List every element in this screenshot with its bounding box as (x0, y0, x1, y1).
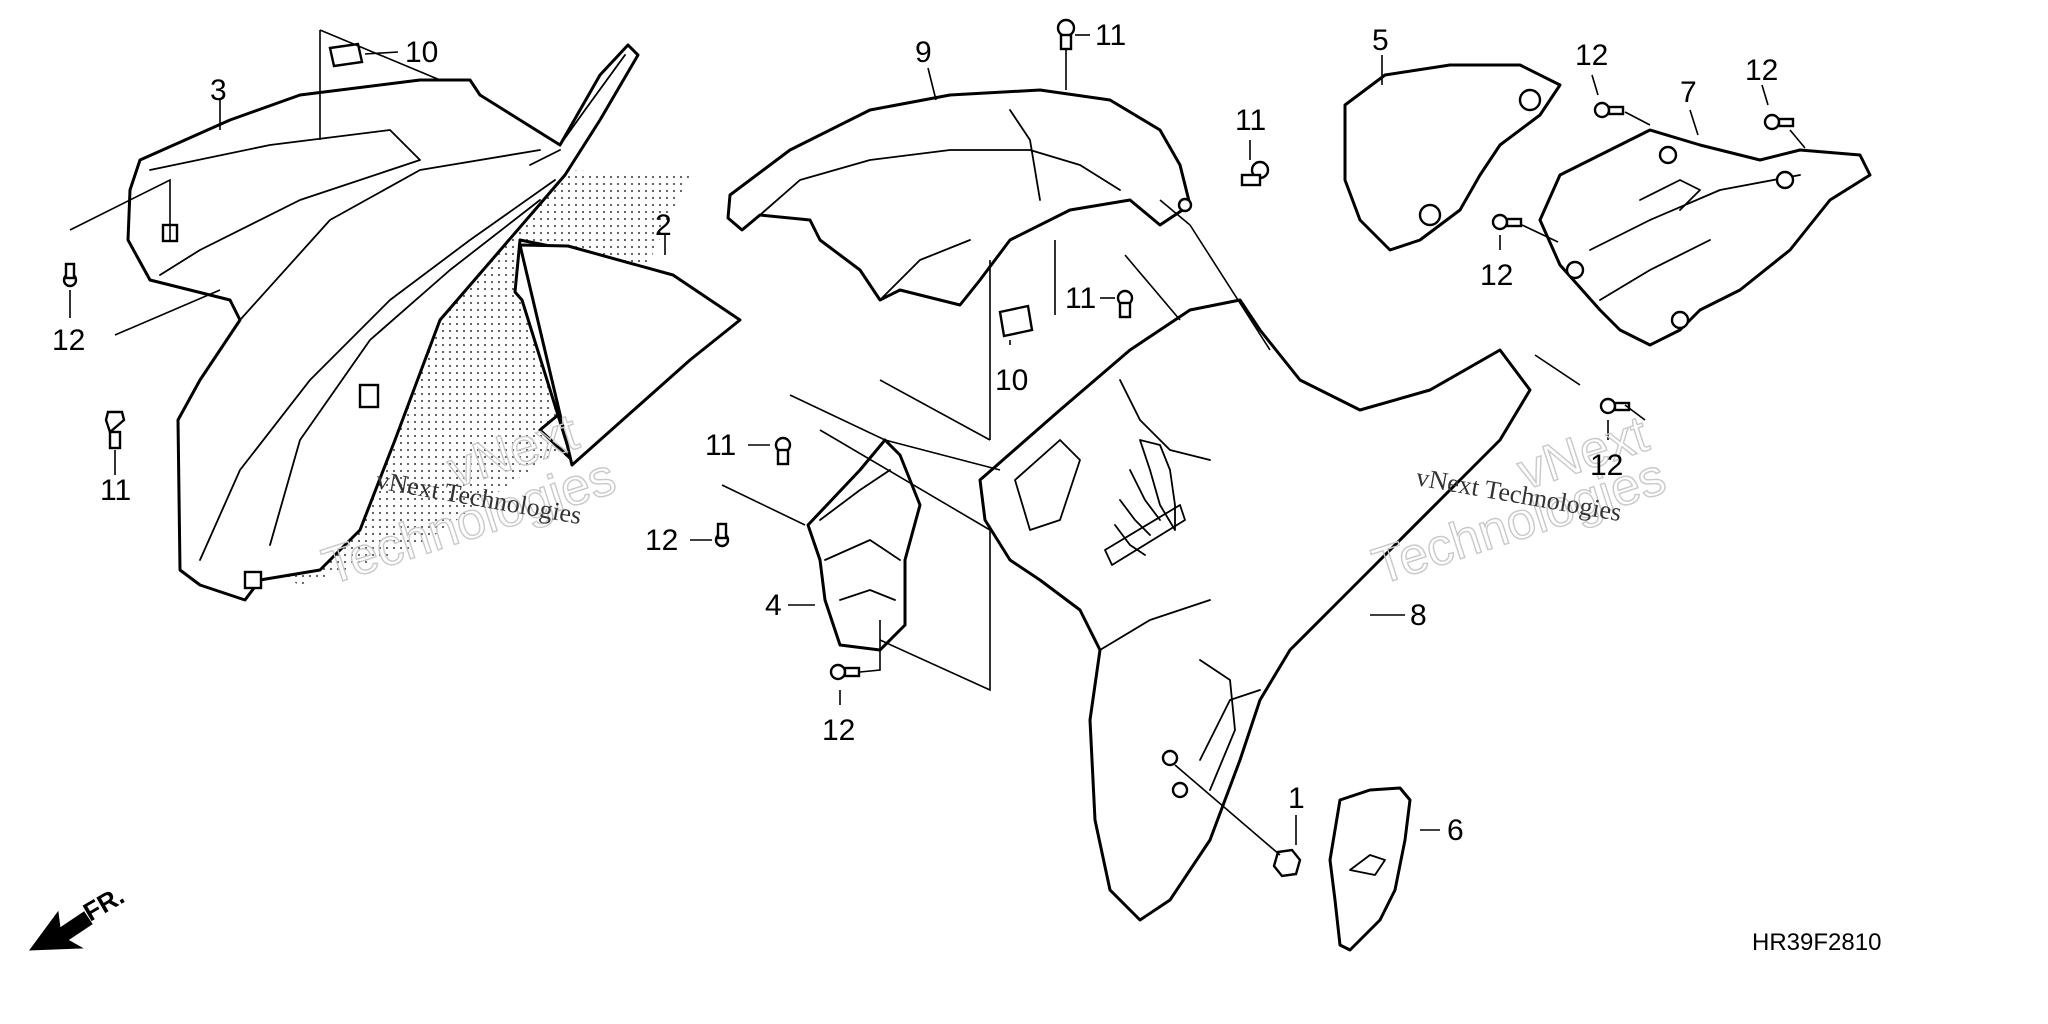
fastener-11-mid (1116, 289, 1134, 319)
callout-12-right-a: 12 (1575, 39, 1608, 72)
wing-emblem (1104, 439, 1186, 566)
fastener-11-top (1056, 18, 1076, 51)
fastener-12-left (62, 262, 78, 288)
callout-11-left: 11 (100, 474, 131, 507)
callout-labels: 3 10 12 11 2 9 11 11 11 10 11 12 4 12 5 … (52, 19, 1778, 847)
callout-10-left: 10 (405, 36, 438, 69)
fastener-11-left (104, 410, 126, 450)
fastener-11-right (1240, 160, 1270, 187)
fastener-12-right-a (1593, 101, 1625, 119)
fastener-12-lower-left (714, 522, 730, 548)
callout-1: 1 (1288, 782, 1305, 815)
fastener-11-lower (774, 436, 792, 466)
callout-11-lower: 11 (705, 429, 736, 462)
callout-3: 3 (210, 74, 227, 107)
fastener-12-right-d (1599, 397, 1631, 415)
callout-8: 8 (1410, 599, 1427, 632)
leader-lines (69, 29, 1806, 856)
callout-11-top: 11 (1095, 19, 1126, 52)
front-direction-arrow: FR. (28, 880, 129, 951)
callout-11-mid: 11 (1065, 282, 1096, 315)
fastener-10-center (998, 304, 1034, 338)
part-9-top-cover (726, 88, 1193, 307)
callout-5: 5 (1372, 24, 1389, 57)
callout-12-right-d: 12 (1590, 449, 1623, 482)
callout-7: 7 (1680, 76, 1697, 109)
callout-12-right-b: 12 (1745, 54, 1778, 87)
callout-12-lower-left: 12 (645, 524, 678, 557)
part-4-inner-panel (806, 438, 922, 652)
part-5-plate (1343, 63, 1562, 252)
callout-12-left: 12 (52, 324, 85, 357)
callout-9: 9 (915, 36, 932, 69)
part-7-right-cover (1538, 128, 1872, 347)
callout-10-center: 10 (995, 364, 1028, 397)
fastener-12-right-c (1491, 213, 1523, 231)
fastener-10-left (328, 42, 364, 68)
diagram-code: HR39F2810 (1752, 929, 1881, 956)
callout-12-bottom: 12 (822, 714, 855, 747)
part-2-panel (513, 238, 742, 467)
callout-4: 4 (765, 589, 782, 622)
callout-6: 6 (1447, 814, 1464, 847)
callout-11-right: 11 (1235, 104, 1266, 137)
part-8-front-cover (978, 298, 1532, 922)
callout-2: 2 (655, 209, 672, 242)
callout-12-right-c: 12 (1480, 259, 1513, 292)
fastener-12-bottom-center (829, 663, 861, 681)
part-6-lid (1328, 786, 1412, 952)
fastener-1-nut (1272, 848, 1302, 878)
fastener-12-right-b (1763, 113, 1795, 131)
